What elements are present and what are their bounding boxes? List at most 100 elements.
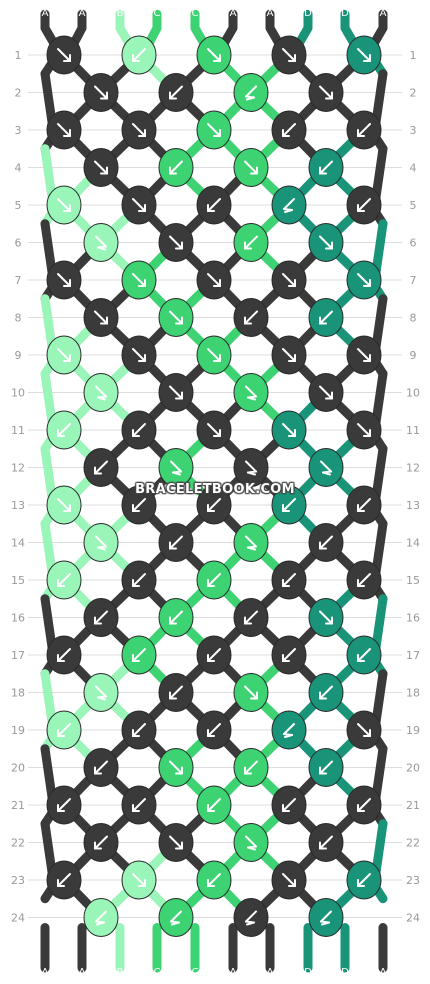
arrow-stroke <box>207 48 221 62</box>
arrow-stroke <box>245 910 257 923</box>
row-number-right: 9 <box>410 349 417 362</box>
thread-segment <box>40 219 57 277</box>
knot <box>196 35 232 75</box>
knot-arrow-icon <box>357 573 371 587</box>
knot <box>196 335 232 375</box>
knot <box>158 148 194 187</box>
knot-arrow-icon <box>357 348 371 362</box>
knot <box>233 223 269 262</box>
knot <box>308 523 344 562</box>
arrow-stroke <box>207 423 221 437</box>
row-number-right: 19 <box>406 724 420 737</box>
knot-arrow-icon <box>244 310 258 325</box>
thread-segment <box>371 144 388 202</box>
knot <box>158 73 194 112</box>
knot <box>83 673 119 712</box>
knot <box>308 373 344 412</box>
knot-arrow-icon <box>169 385 183 400</box>
knot-arrow-icon <box>245 535 257 551</box>
arrow-stroke <box>245 835 257 848</box>
arrow-stroke <box>170 910 182 923</box>
knot <box>158 598 194 637</box>
arrow-stroke <box>245 385 257 398</box>
knot-arrow-icon <box>132 123 146 137</box>
arrow-stroke <box>169 160 183 175</box>
knot <box>158 748 194 787</box>
knot-arrow-icon <box>245 85 257 101</box>
knot-arrow-icon <box>57 123 71 137</box>
knot <box>308 223 344 262</box>
arrow-stroke <box>169 535 183 550</box>
knot <box>121 410 157 450</box>
knot <box>46 110 82 150</box>
knot <box>271 335 307 375</box>
string-label-top: A <box>79 8 86 19</box>
arrow-stroke <box>246 96 255 101</box>
knot-arrow-icon <box>169 760 183 775</box>
arrow-stroke <box>169 685 183 700</box>
knot <box>271 260 307 300</box>
string-label-top: D <box>304 8 312 19</box>
string-label-bottom: C <box>192 967 199 978</box>
knot <box>46 485 82 525</box>
knot-arrow-icon <box>57 198 71 212</box>
string-label-bottom: A <box>42 967 49 978</box>
arrow-stroke <box>57 798 71 812</box>
knot <box>271 410 307 450</box>
knot <box>271 185 307 225</box>
arrow-stroke <box>57 573 71 587</box>
knot <box>308 73 344 112</box>
row-number-left: 13 <box>11 499 25 512</box>
arrow-stroke <box>95 910 107 923</box>
knot-arrow-icon <box>169 235 183 250</box>
thread-segment <box>40 819 57 877</box>
knot <box>196 485 232 525</box>
knot <box>233 523 269 562</box>
knot-arrow-icon <box>132 423 146 437</box>
knot <box>121 560 157 600</box>
knot-arrow-icon <box>282 348 296 362</box>
row-number-right: 10 <box>406 387 420 400</box>
knot-arrow-icon <box>132 48 146 62</box>
row-number-right: 18 <box>406 687 420 700</box>
knot <box>271 110 307 150</box>
knot <box>83 73 119 112</box>
knot-arrow-icon <box>319 235 333 250</box>
knot <box>308 748 344 787</box>
knot-arrow-icon <box>283 198 295 213</box>
arrow-stroke <box>245 535 257 548</box>
knot-arrow-icon <box>57 573 71 587</box>
knot-arrow-icon <box>95 235 107 251</box>
arrow-stroke <box>94 310 108 325</box>
arrow-stroke <box>132 648 146 662</box>
knot-arrow-icon <box>94 460 108 475</box>
knot-arrow-icon <box>282 498 296 512</box>
knot <box>233 298 269 337</box>
knot-arrow-icon <box>357 123 371 137</box>
arrow-stroke <box>57 348 71 362</box>
string-label-top: B <box>117 8 124 19</box>
arrow-stroke <box>247 471 256 476</box>
knot <box>46 260 82 300</box>
row-number-right: 13 <box>406 499 420 512</box>
knot <box>83 598 119 637</box>
knot <box>346 785 382 825</box>
knot <box>46 635 82 675</box>
row-number-right: 20 <box>406 762 420 775</box>
knot-arrow-icon <box>57 423 71 437</box>
arrow-stroke <box>94 610 108 625</box>
knot-arrow-icon <box>132 498 146 512</box>
knot-arrow-icon <box>244 685 258 700</box>
thread-segment <box>40 669 57 727</box>
row-number-right: 23 <box>406 874 420 887</box>
knot-arrow-icon <box>319 385 333 400</box>
knot-arrow-icon <box>319 685 333 700</box>
knot <box>233 448 269 487</box>
knot <box>196 410 232 450</box>
arrow-stroke <box>132 873 146 887</box>
knot <box>121 185 157 225</box>
knot <box>158 673 194 712</box>
knot-arrow-icon <box>244 235 258 250</box>
row-number-left: 2 <box>15 87 22 100</box>
knot-arrow-icon <box>207 498 221 512</box>
